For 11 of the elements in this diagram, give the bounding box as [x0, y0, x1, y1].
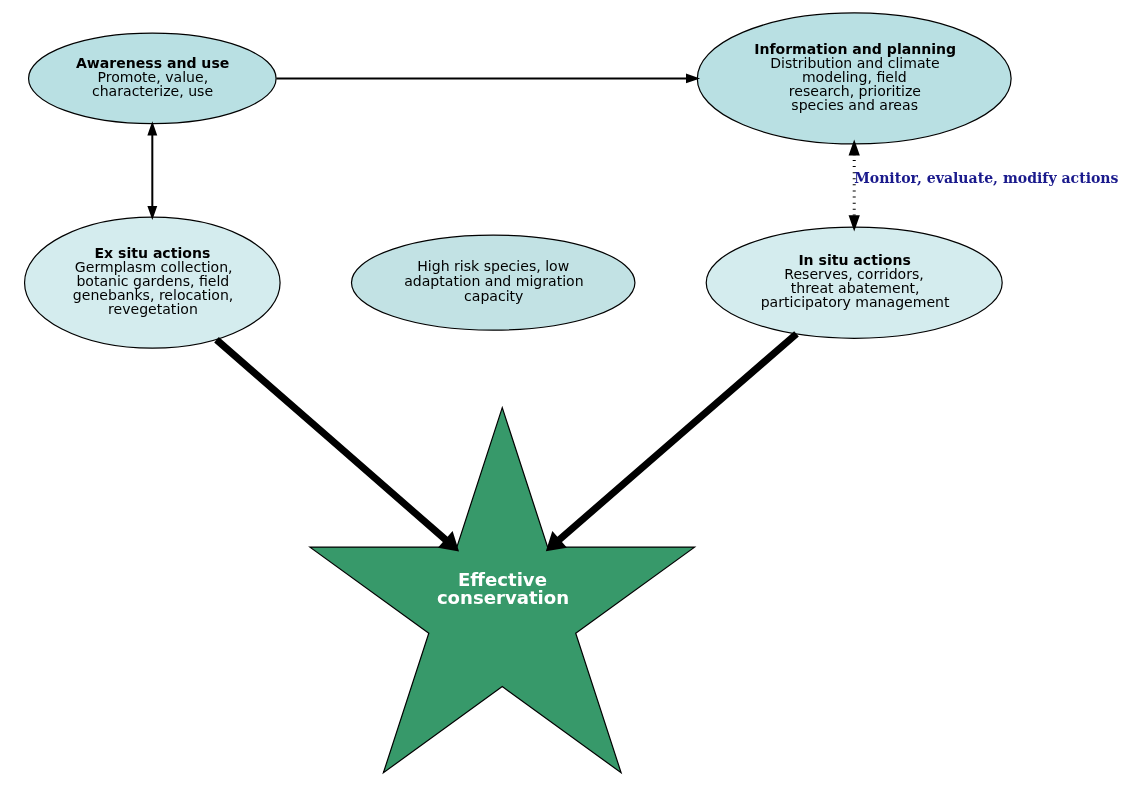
arrow [848, 138, 860, 231]
node-ellipse: Ex situ actions Germplasm collection, botanic gardens, field genebanks, relocation, revegetation [23, 216, 281, 349]
node-ellipse: Information and planning Distribution and climate modeling, field research, prioritize species and areas [696, 11, 1012, 144]
arrow [545, 330, 799, 551]
edge-label: Monitor, evaluate, modify actions [853, 169, 1119, 186]
arrow [146, 120, 157, 220]
node-ellipse: High risk species, low adaptation and migration capacity [350, 234, 636, 331]
node-ellipse: In situ actions Reserves, corridors, threat abatement, participatory management [705, 225, 1003, 339]
arrow [275, 73, 700, 83]
arrow [213, 336, 459, 551]
node-ellipse: Awareness and use Promote, value, characterize, use [27, 32, 277, 124]
